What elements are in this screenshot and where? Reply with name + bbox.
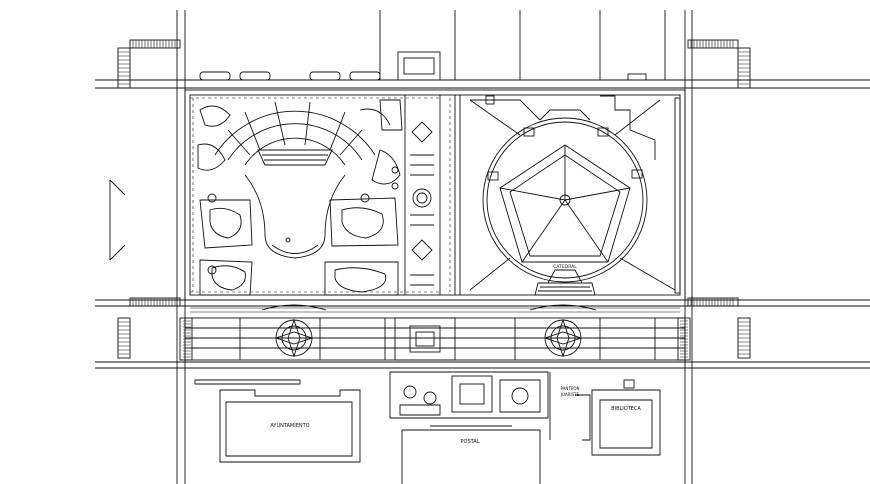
left-plaza-garden [197,95,495,296]
label-plaza-left-top: PANTEON [561,386,580,391]
promenade-hatching [183,307,688,358]
label-ayuntamiento: AYUNTAMIENTO [270,423,309,429]
right-plaza-cathedral [469,95,681,296]
label-plaza-left-bottom: JUARISTE [560,392,580,397]
stair-hatching [118,40,750,355]
bottom-buildings [194,371,661,484]
label-catedral: CATEDRAL [553,264,577,270]
label-biblioteca: BIBLIOTECA [611,406,641,412]
street-lines [95,10,870,484]
label-postal: POSTAL [461,439,480,445]
top-kiosks [199,51,647,81]
main-plaza-outline [184,89,686,301]
dashed-guides [190,97,451,293]
promenade-band [179,304,691,361]
